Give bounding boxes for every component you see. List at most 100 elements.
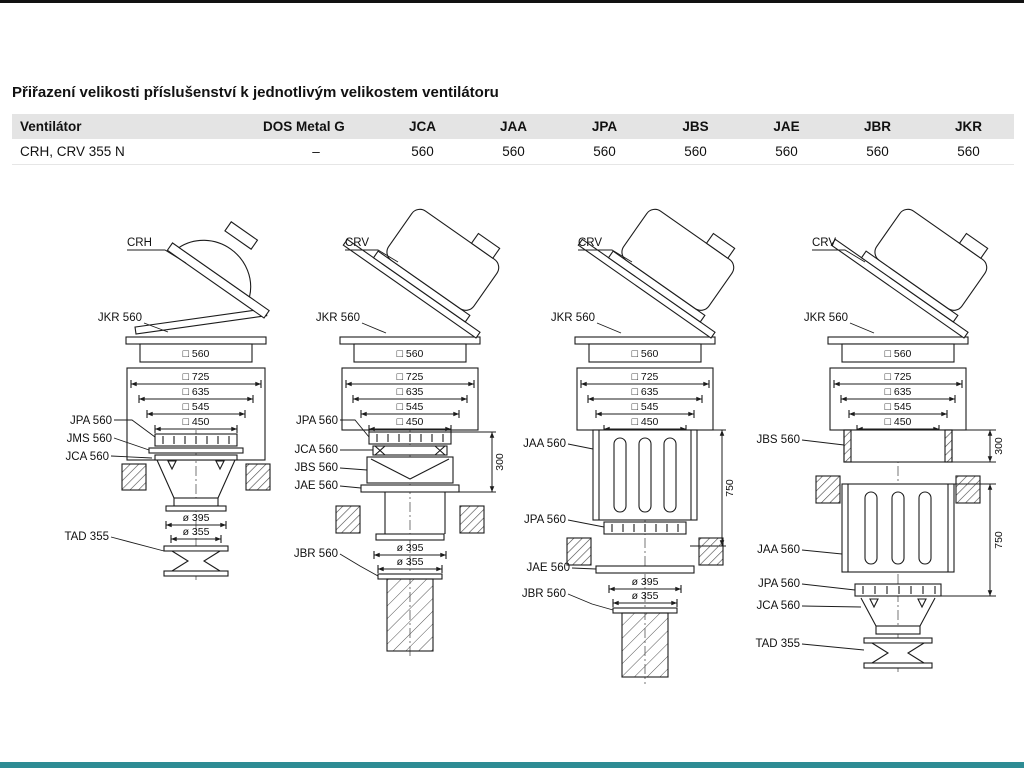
curb-box: [841, 343, 955, 363]
dim-635-label: □ 635: [183, 386, 210, 398]
round-flange: [165, 505, 227, 512]
col-header-jbs: JBS: [650, 114, 741, 139]
jkr-label: JKR 560: [98, 312, 142, 324]
cell-jbs: 560: [650, 139, 741, 165]
jkr-tilting-plate: [134, 308, 268, 335]
round-collar: [173, 497, 219, 507]
dim-300-label: 300: [494, 453, 506, 471]
jkr-leader-line: [143, 322, 169, 333]
dim-300-extensions: [451, 431, 496, 493]
crh-roof-fan: [166, 221, 270, 319]
tad-flex-body: [170, 550, 222, 572]
tad-label: TAD 355: [64, 531, 109, 543]
curb-size-label: □ 560: [183, 348, 210, 360]
jbs-label: JBS 560: [295, 462, 338, 474]
silencer-baffle: [638, 437, 652, 513]
dim-450-label: □ 450: [183, 416, 210, 428]
cell-fan-model: CRH, CRV 355 N: [12, 139, 255, 165]
page-title: Přiřazení velikosti příslušenství k jedn…: [12, 84, 499, 101]
fan-type-label: CRV: [578, 237, 602, 249]
tad-bottom-flange: [863, 662, 933, 669]
jca-leader-line: [110, 455, 153, 459]
jae-label: JAE 560: [295, 480, 338, 492]
dim-750-label: 750: [724, 479, 736, 497]
fan-type-label: CRV: [345, 237, 369, 249]
dim-725-label: □ 725: [885, 371, 912, 383]
crv-roof-fan-on-jkr: [577, 208, 736, 339]
fan-type-label: CRV: [812, 237, 836, 249]
square-dimensions: □ 725 □ 635 □ 545 □ 450: [130, 371, 262, 433]
round-collar: [875, 625, 921, 635]
cell-dos-metal-g: –: [255, 139, 377, 165]
jbr-flange: [612, 607, 678, 614]
jbr-flange: [377, 573, 443, 580]
jpa-damper: [854, 583, 942, 597]
jae-label: JAE 560: [527, 562, 570, 574]
dim-725-label: □ 725: [632, 371, 659, 383]
cell-jca: 560: [377, 139, 468, 165]
transition-funnel: [860, 597, 936, 627]
jkr-label: JKR 560: [551, 312, 595, 324]
jbr-leader-line: [567, 593, 614, 611]
jae-flange-adapter: [360, 484, 460, 493]
jaa-leader-line: [801, 549, 843, 555]
roof-section-right: [459, 505, 485, 534]
dim-450-label: □ 450: [632, 416, 659, 428]
tad-leader-line: [801, 643, 865, 651]
dim-355-label: ø 355: [183, 526, 210, 538]
tad-top-flange: [163, 545, 229, 552]
damper-blades: [162, 436, 230, 444]
jbs-leader-line: [339, 467, 368, 471]
tad-leader-line: [110, 536, 165, 552]
col-header-jbr: JBR: [832, 114, 923, 139]
roof-curb-top-plate: [574, 336, 716, 345]
jpa-label: JPA 560: [524, 514, 566, 526]
roof-section-right: [245, 463, 271, 491]
curb-size-label: □ 560: [632, 348, 659, 360]
dim-750-label: 750: [993, 531, 1005, 549]
jbr-label: JBR 560: [294, 548, 338, 560]
accessory-size-table: Ventilátor DOS Metal G JCA JAA JPA JBS J…: [12, 114, 1014, 165]
jpa-label: JPA 560: [758, 578, 800, 590]
jms-label: JMS 560: [67, 433, 112, 445]
jms-leader-line: [113, 437, 150, 451]
silencer-walls: [598, 430, 692, 520]
jkr-label: JKR 560: [804, 312, 848, 324]
cell-jpa: 560: [559, 139, 650, 165]
jpa-label: JPA 560: [70, 415, 112, 427]
jbs-fabric-sag: [370, 458, 450, 480]
jaa-silencer: [841, 483, 955, 573]
silencer-baffle: [891, 491, 905, 565]
tad-label: TAD 355: [755, 638, 800, 650]
dim-545-label: □ 545: [632, 401, 659, 413]
roof-section-left: [121, 463, 147, 491]
jaa-label: JAA 560: [757, 544, 800, 556]
col-header-jpa: JPA: [559, 114, 650, 139]
transition-funnel: [156, 459, 236, 499]
tad-flex-body: [870, 642, 926, 664]
jpa-leader-line: [567, 519, 605, 528]
jpa-leader-line: [114, 419, 156, 438]
square-dimensions: □ 725 □ 635 □ 545 □ 450: [833, 371, 963, 433]
jca-connector-strip: [154, 454, 238, 461]
silencer-walls: [847, 484, 949, 572]
curb-box: [353, 343, 467, 363]
fan-leader-line: [812, 249, 866, 263]
roof-curb-top-plate: [125, 336, 267, 345]
jbr-label: JBR 560: [522, 588, 566, 600]
jaa-leader-line: [567, 443, 594, 450]
dim-545-label: □ 545: [183, 401, 210, 413]
jae-flange-adapter: [595, 565, 695, 574]
diagram-4-crv: CRV JKR 560 □ 560 □ 725 □ 635 □ 545 □ 45…: [755, 208, 1005, 672]
jkr-label: JKR 560: [316, 312, 360, 324]
fan-leader-line: [345, 249, 399, 263]
dim-725-label: □ 725: [183, 371, 210, 383]
diagram-2-crv: CRV JKR 560 □ 560 □ 725 □ 635 □ 545 □ 45…: [294, 208, 506, 658]
table-header-row: Ventilátor DOS Metal G JCA JAA JPA JBS J…: [12, 114, 1014, 139]
col-header-jca: JCA: [377, 114, 468, 139]
jbr-spiral-duct: [386, 578, 434, 652]
jca-flex-marks: [374, 445, 446, 456]
round-flange: [375, 533, 445, 541]
silencer-baffle: [864, 491, 878, 565]
